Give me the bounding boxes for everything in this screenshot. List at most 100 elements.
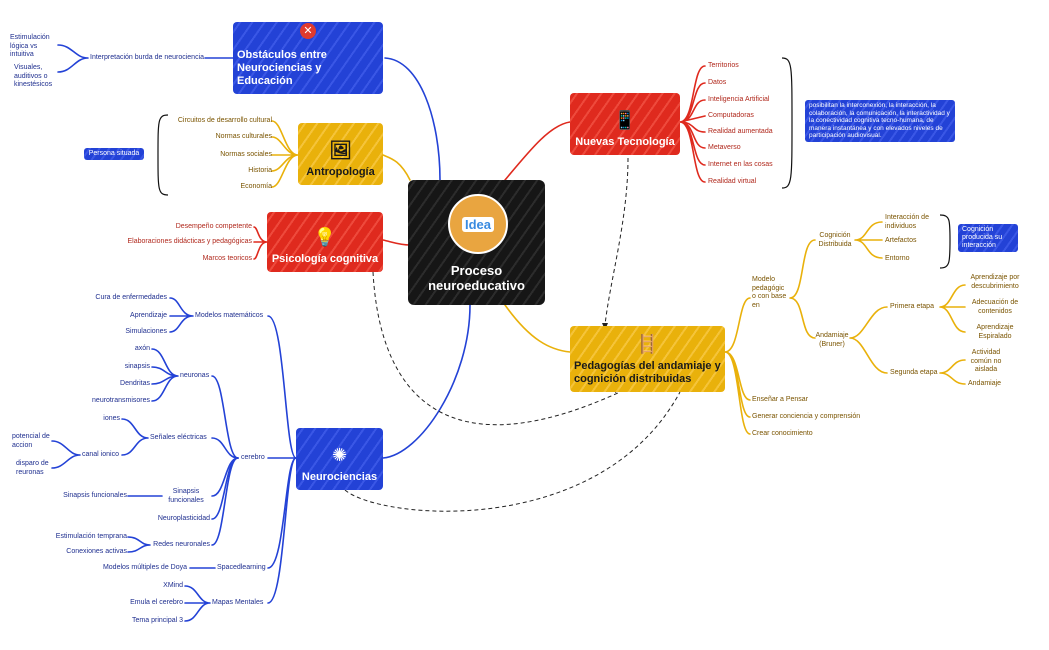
ped-primera-item-3[interactable]: Aprendizaje Espiralado <box>976 324 1014 340</box>
topic-neurociencias-title: Neurociencias <box>301 471 378 483</box>
ped-cognicion-item-2[interactable]: Artefactos <box>885 237 917 244</box>
ped-cognicion-item-1[interactable]: Interacción de individuos <box>885 214 929 230</box>
neuro-neuronas-item-4[interactable]: neurotransmisores <box>92 397 150 404</box>
neuro-neuroplasticidad[interactable]: Neuroplasticidad <box>157 515 210 522</box>
central-title: Proceso neuroeducativo <box>428 263 525 293</box>
tec-item-3[interactable]: Inteligencia Artificial <box>708 96 770 103</box>
psicologia-item-2[interactable]: Elaboraciones didácticas y pedagógicas <box>127 238 252 245</box>
ped-andamiaje[interactable]: Andamiaje (Bruner) <box>815 332 849 348</box>
topic-obstaculos-title: Obstáculos entre Neurociencias y Educaci… <box>237 49 327 87</box>
bracket-antropologia <box>157 114 169 196</box>
smartphone-icon: 📱 <box>613 110 637 130</box>
lightbulb-icon: 💡 <box>313 227 337 247</box>
neuro-mapas-item-1[interactable]: XMind <box>163 582 183 589</box>
antropologia-item-5[interactable]: Economía <box>240 183 272 190</box>
obstaculos-interpretacion[interactable]: Interpretación burda de neurociencia <box>90 54 205 61</box>
neuro-iones[interactable]: iones <box>103 415 120 422</box>
relation-tecnologia-pedagogias <box>604 157 629 326</box>
neuro-potencial[interactable]: potencial de accion <box>12 433 50 449</box>
neuro-spaced[interactable]: Spacedlearning <box>217 564 266 571</box>
topic-pedagogias-title: Pedagogías del andamiaje y cognición dis… <box>574 360 721 385</box>
neuro-redes-item-2[interactable]: Conexiones activas <box>66 548 127 555</box>
connector-psicologia <box>382 239 411 246</box>
antropologia-item-2[interactable]: Normas culturales <box>215 133 272 140</box>
topic-antropologia[interactable]: 🖼 Antropología <box>298 123 383 185</box>
topic-tecnologia-title: Nuevas Tecnología <box>575 136 675 148</box>
neuro-mapas[interactable]: Mapas Mentales <box>212 599 264 606</box>
neuro-neuronas[interactable]: neuronas <box>180 372 210 379</box>
bracket-tecnologia <box>781 57 793 189</box>
ped-primera-item-2[interactable]: Adecuación de contenidos <box>971 299 1019 315</box>
close-icon: ✕ <box>300 23 316 39</box>
note-persona-situada[interactable]: Persona situada <box>84 148 144 160</box>
neuro-redes[interactable]: Redes neuronales <box>153 541 210 548</box>
neuron-icon: ✺ <box>331 445 348 465</box>
ped-segunda[interactable]: Segunda etapa <box>890 369 938 376</box>
neuro-modelos-item-2[interactable]: Aprendizaje <box>130 312 167 319</box>
topic-psicologia[interactable]: 💡 Psicología cognitiva <box>267 212 383 272</box>
ped-cognicion[interactable]: Cognición Distribuida <box>818 232 852 248</box>
neuro-modelos-item-3[interactable]: Simulaciones <box>125 328 167 335</box>
connector-neurociencias <box>382 304 471 459</box>
tec-item-1[interactable]: Territorios <box>708 62 739 69</box>
connector-antropologia <box>382 154 411 181</box>
neuro-cerebro[interactable]: cerebro <box>241 454 265 461</box>
note-tecnologia[interactable]: posibilitan la interconexión, la interac… <box>805 100 955 142</box>
ped-cognicion-item-3[interactable]: Entorno <box>885 255 910 262</box>
relation-psicologia-pedagogias <box>372 271 621 426</box>
ped-item-1[interactable]: Enseñar a Pensar <box>752 396 809 403</box>
ped-item-2[interactable]: Generar conciencia y comprensión <box>752 413 861 420</box>
note-cognicion[interactable]: Cognición producida su interacción <box>958 224 1018 252</box>
neuro-modelos[interactable]: Modelos matemáticos <box>195 312 264 319</box>
connector-obstaculos <box>384 57 441 181</box>
topic-antropologia-title: Antropología <box>306 166 375 178</box>
neuro-redes-item-1[interactable]: Estimulación temprana <box>55 533 127 540</box>
ped-segunda-item-1[interactable]: Actividad común no aislada <box>970 349 1002 373</box>
topic-obstaculos[interactable]: ✕ Obstáculos entre Neurociencias y Educa… <box>233 22 383 94</box>
neuro-neuronas-item-2[interactable]: sinapsis <box>124 363 150 370</box>
ped-primera[interactable]: Primera etapa <box>890 303 934 310</box>
ped-modelo[interactable]: Modelo pedagógic o con base en <box>752 276 787 309</box>
tec-item-5[interactable]: Realidad aumentada <box>708 128 773 135</box>
tec-item-8[interactable]: Realidad virtual <box>708 178 757 185</box>
psicologia-item-3[interactable]: Marcos teoricos <box>202 255 252 262</box>
neuro-mapas-item-3[interactable]: Tema principal 3 <box>132 617 183 624</box>
ped-item-3[interactable]: Crear conocimiento <box>752 430 813 437</box>
topic-psicologia-title: Psicología cognitiva <box>271 253 379 265</box>
topic-pedagogias[interactable]: 🪜 Pedagogías del andamiaje y cognición d… <box>570 326 725 392</box>
neuro-sinapsis-item[interactable]: Sinapsis funcionales <box>63 492 127 499</box>
ped-primera-item-1[interactable]: Aprendizaje por descubrimiento <box>970 274 1020 290</box>
idea-badge-text: Idea <box>461 216 494 232</box>
neuro-senales[interactable]: Señales eléctricas <box>150 434 207 441</box>
tec-item-6[interactable]: Metaverso <box>708 144 741 151</box>
bracket-cognicion <box>939 214 951 269</box>
ped-segunda-item-2[interactable]: Andamiaje <box>968 380 1002 387</box>
relation-neurociencias-pedagogias <box>344 391 681 512</box>
neuro-sinapsis-label[interactable]: Sinapsis funcionales <box>168 488 204 504</box>
obstaculos-leaf-2[interactable]: Visuales, auditivos o kinestésicos <box>14 64 53 88</box>
neuro-disparo[interactable]: disparo de reuronas <box>16 460 49 476</box>
central-topic[interactable]: Idea Proceso neuroeducativo <box>408 180 545 305</box>
tec-item-7[interactable]: Internet en las cosas <box>708 161 773 168</box>
neuro-modelos-item-1[interactable]: Cura de enfermedades <box>95 294 167 301</box>
antropologia-item-3[interactable]: Normas sociales <box>220 151 272 158</box>
connector-tecnologia <box>504 121 571 181</box>
tec-item-4[interactable]: Computadoras <box>708 112 754 119</box>
topic-tecnologia[interactable]: 📱 Nuevas Tecnología <box>570 93 680 155</box>
tec-item-2[interactable]: Datos <box>708 79 727 86</box>
topic-neurociencias[interactable]: ✺ Neurociencias <box>296 428 383 490</box>
psicologia-item-1[interactable]: Desempeño competente <box>175 223 252 230</box>
neuro-neuronas-item-1[interactable]: axón <box>134 345 150 352</box>
picture-icon: 🖼 <box>329 140 352 160</box>
ladder-icon: 🪜 <box>636 334 659 354</box>
antropologia-item-4[interactable]: Historia <box>248 167 272 174</box>
antropologia-item-1[interactable]: Circuitos de desarrollo cultural <box>177 117 272 124</box>
neuro-neuronas-item-3[interactable]: Dendritas <box>120 380 150 387</box>
obstaculos-leaf-1[interactable]: Estimulación lógica vs intuitiva <box>10 34 50 58</box>
neuro-mapas-item-2[interactable]: Emula el cerebro <box>130 599 183 606</box>
neuro-canal-ionico[interactable]: canal ionico <box>82 451 119 458</box>
neuro-spaced-item[interactable]: Modelos múltiples de Doya <box>102 564 187 571</box>
idea-badge-icon: Idea <box>448 194 508 254</box>
connector-pedagogias <box>504 304 571 353</box>
